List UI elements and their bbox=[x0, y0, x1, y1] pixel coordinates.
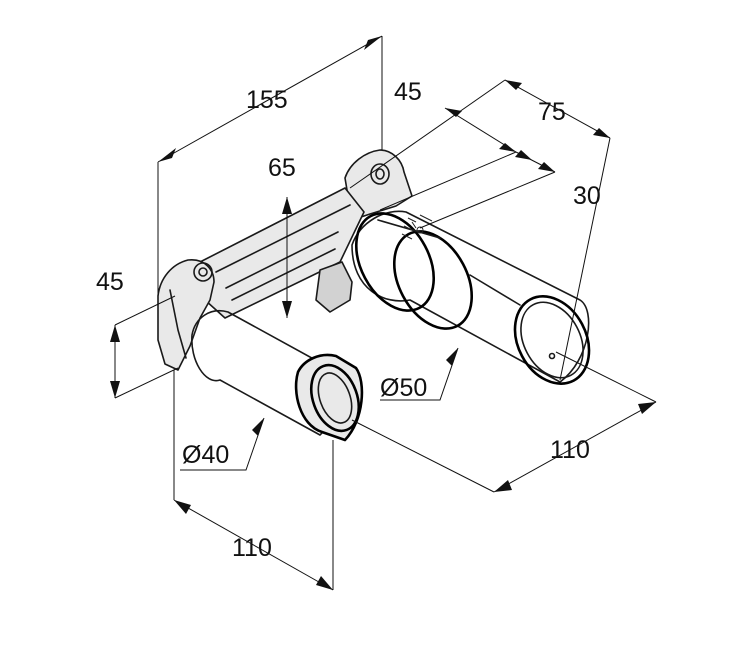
marking-icon bbox=[401, 214, 433, 240]
dimension-30: 30 bbox=[379, 150, 601, 229]
dimension-45-left: 45 bbox=[96, 268, 179, 399]
dimension-45-top: 45 bbox=[349, 78, 517, 189]
dimension-diameter-40: Ø40 bbox=[180, 417, 265, 471]
dimension-45-top-label: 45 bbox=[394, 78, 422, 106]
dimension-155-label: 155 bbox=[246, 86, 288, 114]
mounting-body bbox=[157, 149, 413, 371]
dimension-diameter-50: Ø50 bbox=[380, 347, 459, 402]
dimension-diameter-50-label: Ø50 bbox=[380, 374, 427, 402]
dimension-diameter-40-label: Ø40 bbox=[182, 441, 229, 469]
dimension-155: 155 bbox=[157, 35, 383, 296]
dimension-65: 65 bbox=[268, 154, 296, 318]
dimension-110-right: 110 bbox=[351, 351, 657, 493]
small-outlet bbox=[191, 310, 364, 442]
dimension-65-label: 65 bbox=[268, 154, 296, 182]
dimension-75-label: 75 bbox=[538, 98, 566, 126]
dimension-45-left-label: 45 bbox=[96, 268, 124, 296]
dimension-30-label: 30 bbox=[573, 182, 601, 210]
dimension-110-right-label: 110 bbox=[550, 436, 590, 464]
dimension-75: 75 bbox=[504, 79, 611, 381]
dimension-110-bottom: 110 bbox=[173, 370, 334, 591]
dimension-110-bottom-label: 110 bbox=[232, 534, 272, 562]
large-outlet bbox=[351, 210, 591, 385]
